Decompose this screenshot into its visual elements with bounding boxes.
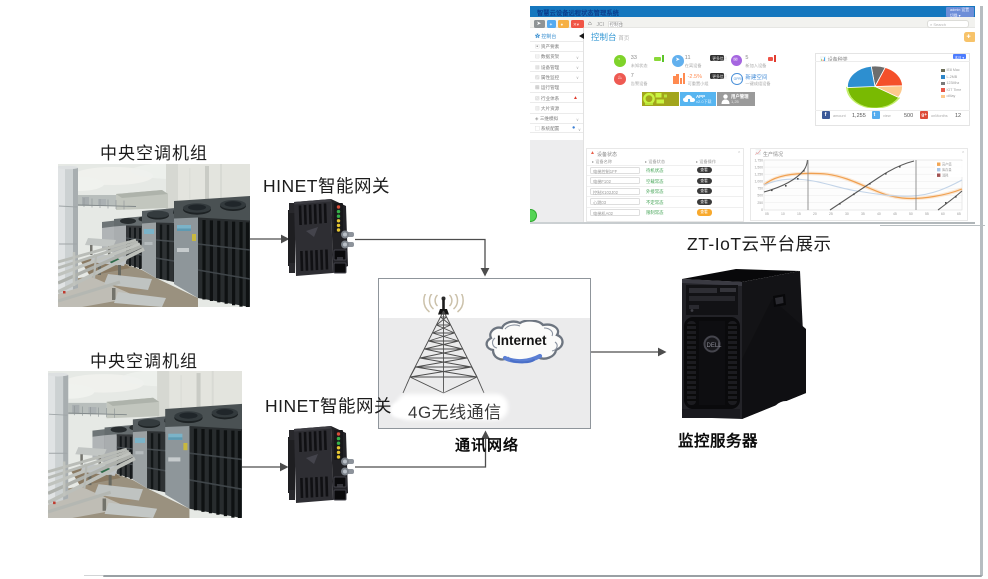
svg-text:05: 05 bbox=[765, 212, 769, 216]
svg-text:45: 45 bbox=[893, 212, 897, 216]
svg-text:15: 15 bbox=[797, 212, 801, 216]
svg-text:消耗: 消耗 bbox=[942, 173, 949, 178]
svg-text:库存量: 库存量 bbox=[942, 167, 952, 172]
svg-text:高产值: 高产值 bbox=[942, 162, 952, 167]
svg-text:1,000: 1,000 bbox=[755, 179, 764, 183]
svg-text:20: 20 bbox=[813, 212, 817, 216]
svg-text:50: 50 bbox=[909, 212, 913, 216]
svg-text:60: 60 bbox=[941, 212, 945, 216]
svg-text:40: 40 bbox=[877, 212, 881, 216]
svg-text:1,750: 1,750 bbox=[755, 158, 764, 162]
svg-text:250: 250 bbox=[757, 201, 763, 205]
svg-text:30: 30 bbox=[845, 212, 849, 216]
svg-text:1,250: 1,250 bbox=[755, 172, 764, 176]
svg-text:10: 10 bbox=[781, 212, 785, 216]
svg-text:55: 55 bbox=[925, 212, 929, 216]
svg-text:500: 500 bbox=[757, 194, 763, 198]
svg-text:Internet: Internet bbox=[497, 333, 547, 348]
svg-text:1,500: 1,500 bbox=[755, 165, 764, 169]
svg-text:750: 750 bbox=[757, 187, 763, 191]
svg-text:DELL: DELL bbox=[707, 343, 723, 349]
svg-text:65: 65 bbox=[957, 212, 961, 216]
svg-text:35: 35 bbox=[861, 212, 865, 216]
svg-text:0: 0 bbox=[761, 208, 763, 212]
svg-text:25: 25 bbox=[829, 212, 833, 216]
